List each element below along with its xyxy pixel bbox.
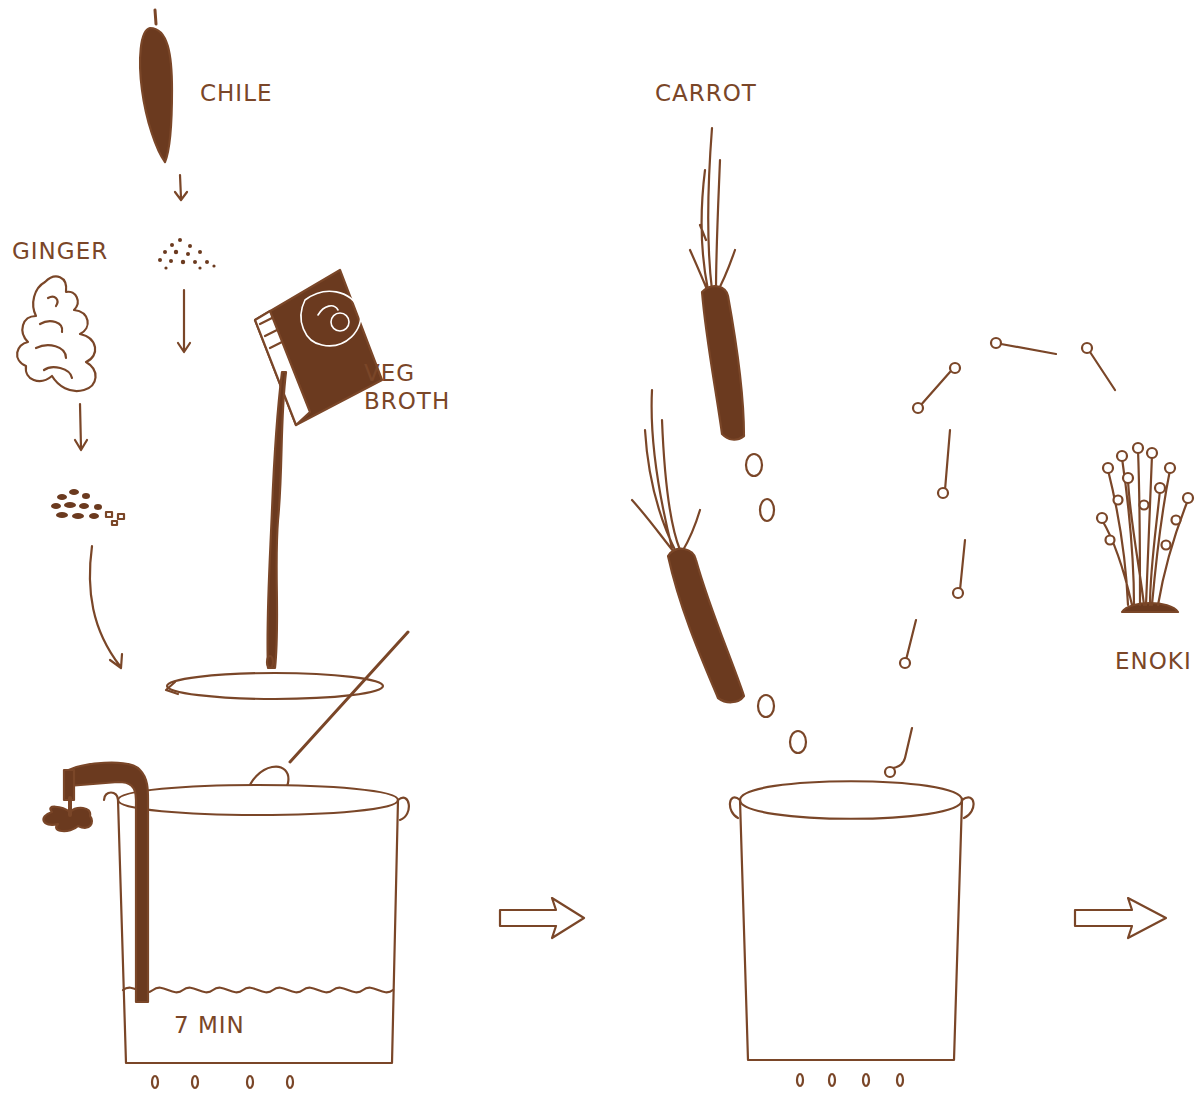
pot bbox=[104, 785, 409, 1088]
step-arrow bbox=[1075, 898, 1166, 938]
ingredient-label: VEG BROTH bbox=[364, 360, 459, 415]
ginger-drawing bbox=[17, 277, 124, 668]
ingredient-label: ENOKI bbox=[1115, 648, 1192, 676]
ingredient-label: 7 MIN bbox=[174, 1012, 245, 1040]
chile-drawing bbox=[140, 10, 216, 352]
ingredient-label: GINGER bbox=[12, 238, 108, 266]
broth-carton bbox=[255, 270, 382, 668]
pot bbox=[730, 781, 974, 1086]
carrot-drawing bbox=[632, 128, 806, 753]
faucet bbox=[43, 763, 148, 1002]
ingredient-label: CHILE bbox=[200, 80, 272, 108]
ingredient-label: CARROT bbox=[655, 80, 757, 108]
step-arrow bbox=[500, 898, 584, 938]
enoki-drawing bbox=[885, 338, 1193, 777]
